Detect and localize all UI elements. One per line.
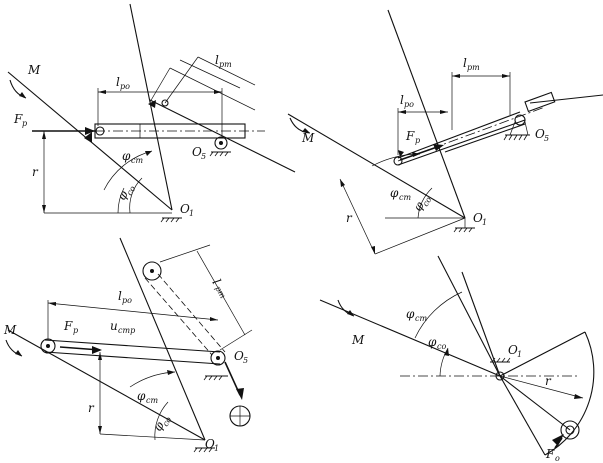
p4-o1-sub: 1 (517, 350, 522, 359)
p2-lpo-sub: po (404, 100, 414, 109)
p3-moment-label: M (3, 323, 17, 337)
p2-phi-co-sub: co (421, 195, 434, 208)
p2-lpm-label: l (463, 56, 467, 70)
p2-force-label: F (405, 129, 415, 143)
p2-lpm-sub: pm (467, 63, 480, 72)
p4-r-label: r (545, 374, 552, 388)
p1-phi-cm-sub: cm (131, 156, 143, 165)
p4-phi-cm: φ (406, 307, 415, 321)
p2-o5-label: O (535, 127, 545, 141)
p3-lpm-sub: pm (213, 285, 227, 301)
p1-phi-cm: φ (122, 149, 131, 163)
p4-phi-co: φ (428, 335, 437, 349)
p3-u-sub: cmp (118, 326, 135, 335)
p2-force-sub: p (415, 136, 420, 145)
p3-o1-label: O (205, 437, 215, 451)
p1-o5-label: O (192, 145, 202, 159)
p4-force-label: F (545, 447, 555, 461)
p1-o5-sub: 5 (201, 152, 206, 161)
p3-lpm-label: l (209, 277, 223, 287)
p4-force-sub: o (555, 454, 560, 463)
p1-lpo-sub: po (120, 82, 130, 91)
p1-o1-sub: 1 (189, 209, 194, 218)
p4-phi-co-sub: co (437, 342, 446, 351)
p2-r-label: r (346, 211, 353, 225)
p3-u-label: u (110, 319, 118, 333)
p1-lpm-sub: pm (219, 60, 232, 69)
p2-lpo-label: l (400, 93, 404, 107)
p2-phi-cm: φ (390, 186, 399, 200)
p4-moment-label: M (351, 333, 365, 347)
p3-r-label: r (88, 401, 95, 415)
p2-o1-label: O (473, 211, 483, 225)
panel-bottom-left (5, 237, 253, 453)
p1-force-label: F (13, 112, 23, 126)
p2-phi-cm-sub: cm (399, 193, 411, 202)
p2-o5-sub: 5 (544, 134, 549, 143)
p1-lpm-label: l (215, 53, 219, 67)
p2-o1-sub: 1 (482, 218, 487, 227)
p3-lpo-sub: po (122, 296, 132, 305)
p4-o1-label: O (508, 343, 518, 357)
p3-phi-cm-sub: cm (146, 396, 158, 405)
p3-phi-co-sub: co (161, 415, 174, 428)
p3-force-sub: p (73, 326, 78, 335)
p1-o1-label: O (180, 202, 190, 216)
panel-top-left (7, 3, 296, 223)
p1-force-sub: p (22, 119, 27, 128)
p4-phi-cm-sub: cm (415, 314, 427, 323)
p3-force-label: F (63, 319, 73, 333)
panel-bottom-right (319, 255, 595, 456)
p1-lpo-label: l (116, 75, 120, 89)
p3-phi-cm: φ (137, 389, 146, 403)
p1-r-label: r (32, 165, 39, 179)
p2-moment-label: M (301, 131, 315, 145)
p3-lpo-label: l (118, 289, 122, 303)
p1-moment-label: M (27, 63, 41, 77)
p3-o5-label: O (234, 349, 244, 363)
p1-phi-co-sub: co (125, 184, 138, 197)
p3-o1-sub: 1 (214, 444, 219, 453)
p3-o5-sub: 5 (243, 356, 248, 365)
panel-top-right (287, 9, 603, 255)
